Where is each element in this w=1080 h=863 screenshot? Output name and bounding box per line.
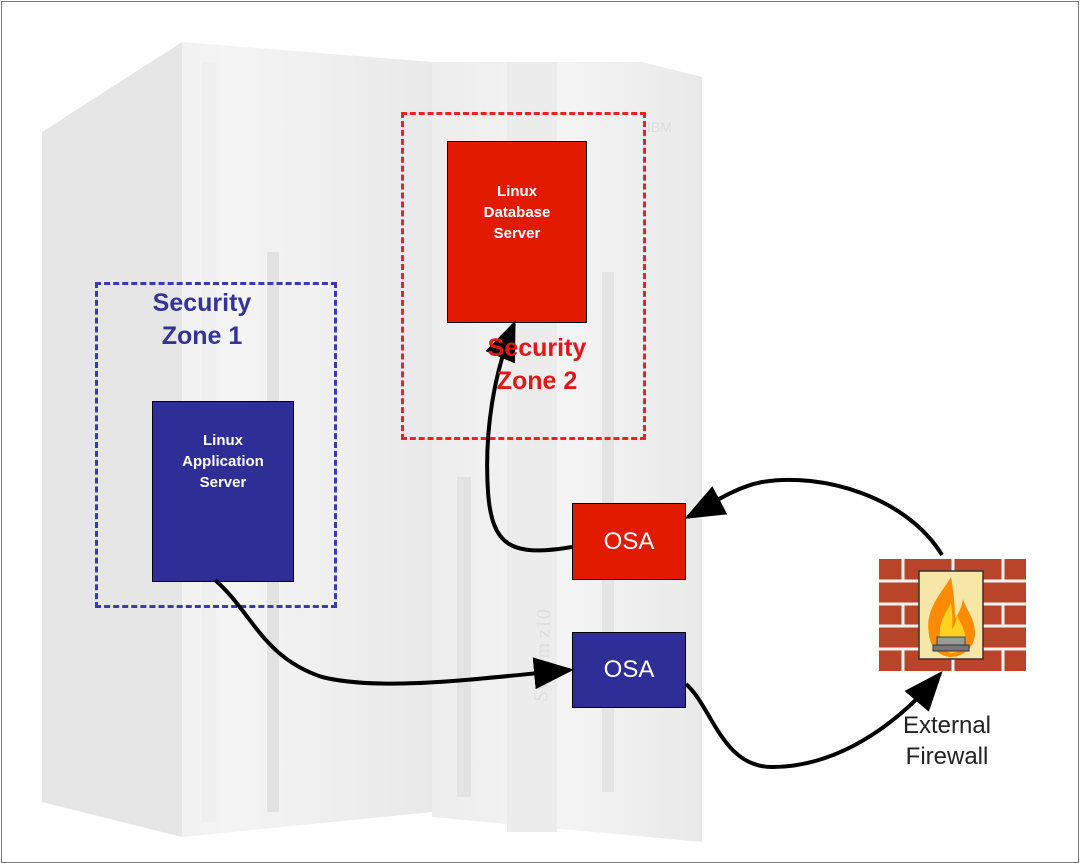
security-zone-1-label: Security Zone 1 <box>152 289 252 350</box>
security-zone-2-border <box>401 112 646 440</box>
firewall-icon <box>879 559 1026 671</box>
arrow-app-to-osa <box>213 578 574 690</box>
linux-application-server: Linux Application Server <box>152 401 294 582</box>
arrow-osa-to-db <box>485 320 573 553</box>
arrow-firewall-to-osa <box>684 477 944 557</box>
osa-adapter-zone-2: OSA <box>572 503 686 580</box>
external-firewall-label: External Firewall <box>902 712 992 770</box>
arrow-osa-to-firewall <box>684 670 943 770</box>
security-zone-2-label: Security Zone 2 <box>487 334 587 395</box>
linux-database-server: Linux Database Server <box>447 141 587 323</box>
ibm-logo: IBM <box>647 119 672 135</box>
security-zone-1-border <box>95 282 337 608</box>
osa-adapter-zone-1: OSA <box>572 632 686 708</box>
